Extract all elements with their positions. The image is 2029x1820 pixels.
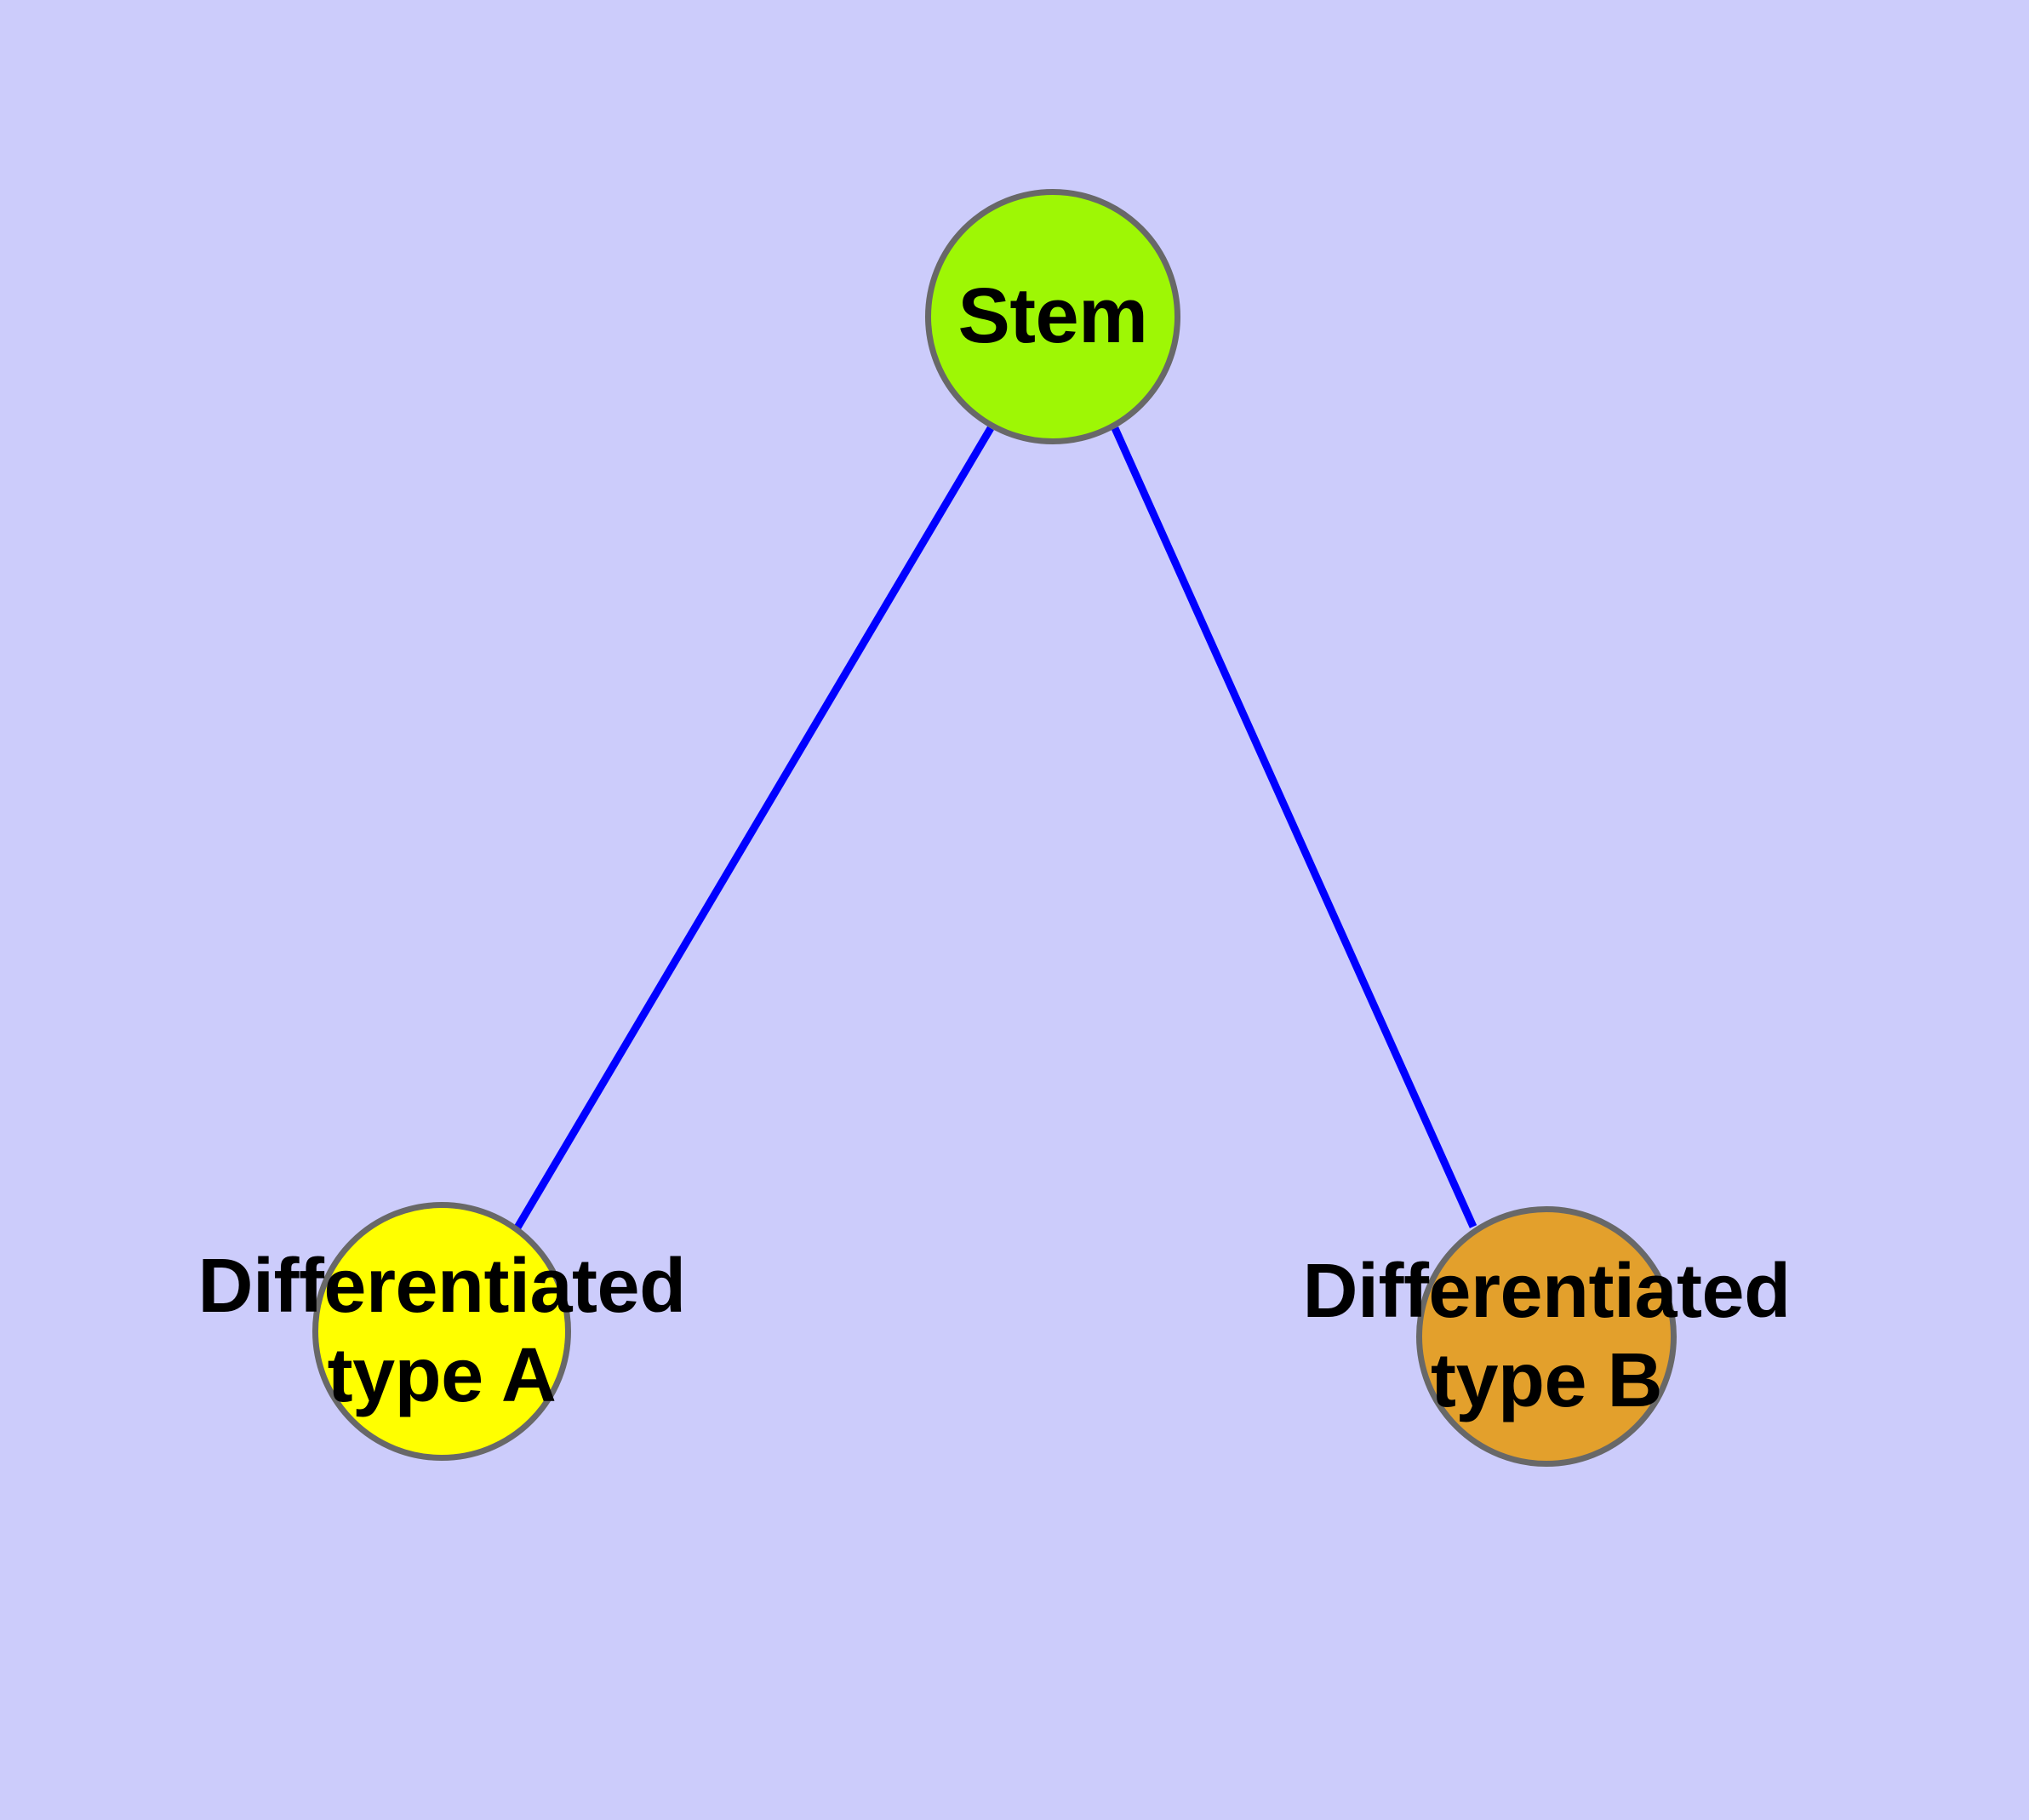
node-stem[interactable]: Stem: [925, 189, 1180, 444]
node-stem-label: Stem: [957, 272, 1148, 360]
edge-stem-to-diff-type-a[interactable]: [514, 426, 994, 1230]
node-diff-type-a-circle: [312, 1202, 571, 1461]
node-diff-type-b-circle: [1416, 1206, 1677, 1467]
node-stem-circle: [925, 189, 1180, 444]
edge-stem-to-diff-type-b[interactable]: [1111, 426, 1477, 1228]
